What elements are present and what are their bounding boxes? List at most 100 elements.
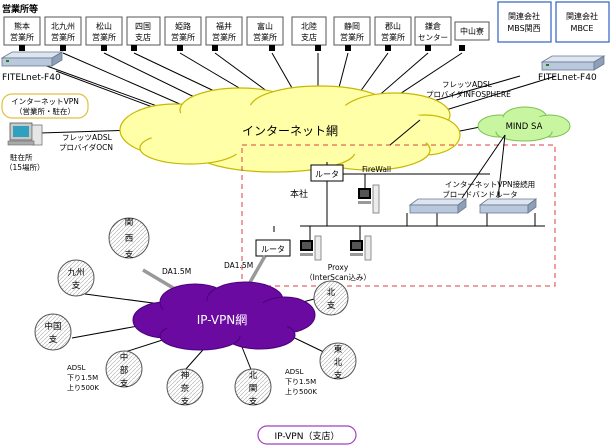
svg-text:MBS関西: MBS関西 — [507, 24, 540, 33]
resident-pc-icon — [7, 122, 43, 146]
honsha-label: 本社 — [290, 188, 308, 200]
router-mid-label: ルータ — [261, 245, 285, 254]
svg-text:営業所: 営業所 — [253, 32, 277, 42]
svg-text:九州: 九州 — [67, 268, 84, 278]
firewall-pc-icon — [358, 184, 380, 214]
branch-kitakanto: 北 関 支 — [234, 368, 272, 407]
svg-text:支: 支 — [181, 396, 190, 407]
branch-kyushu: 九州 支 — [57, 259, 95, 297]
affiliate-box-mbs: 関連会社 MBS関西 — [497, 1, 552, 43]
svg-text:姫路: 姫路 — [175, 21, 191, 31]
svg-text:営業所: 営業所 — [340, 32, 364, 42]
office-box-himeji: 姫路 営業所 — [164, 16, 202, 51]
internet-vpn-sublabel: （営業所・駐在） — [15, 106, 75, 116]
svg-text:支: 支 — [49, 334, 58, 345]
branch-chubu: 中 部 支 — [105, 350, 143, 389]
vpn-router-label: インターネットVPN接続用 — [445, 179, 535, 189]
svg-text:福井: 福井 — [216, 21, 232, 31]
branch-kansai: 関 西 支 — [108, 217, 150, 260]
svg-text:中山寮: 中山寮 — [460, 26, 484, 36]
flets-ocn-sublabel: プロバイダOCN — [59, 142, 113, 152]
adsl-right-down: 下り1.5M — [285, 378, 316, 386]
svg-text:支: 支 — [120, 378, 129, 389]
office-box-shikoku: 四国 支店 — [126, 16, 161, 51]
svg-text:支: 支 — [72, 280, 81, 291]
svg-text:関連会社: 関連会社 — [508, 11, 540, 21]
svg-text:北: 北 — [327, 288, 336, 298]
office-box-fukui: 福井 営業所 — [205, 16, 243, 51]
office-boxes: 熊本 営業所 北九州 営業所 松山 営業所 四国 支店 姫路 営業所 — [3, 1, 610, 51]
svg-text:北: 北 — [249, 371, 258, 381]
vpn-router-device-left — [408, 198, 468, 214]
svg-text:営業所: 営業所 — [10, 32, 34, 42]
svg-text:東: 東 — [334, 344, 343, 355]
svg-text:北: 北 — [334, 358, 343, 368]
adsl-left-label: ADSL — [67, 364, 86, 372]
svg-text:センター: センター — [418, 33, 448, 42]
office-box-kitakyushu: 北九州 営業所 — [44, 16, 82, 51]
footer-label: IP-VPN（支店） — [275, 430, 340, 442]
firewall-label: FireWall — [362, 165, 391, 174]
resident-sublabel: （15場所） — [5, 162, 45, 172]
proxy-sublabel: （InterScan込み） — [305, 273, 371, 282]
branch-chugoku: 中国 支 — [34, 313, 72, 351]
svg-text:支店: 支店 — [301, 32, 317, 42]
da-left-label: DA1.5M — [162, 267, 191, 276]
svg-text:営業所: 営業所 — [212, 32, 236, 42]
svg-text:支: 支 — [125, 249, 134, 260]
da-right-label: DA1.5M — [224, 261, 253, 270]
svg-text:熊本: 熊本 — [14, 21, 30, 31]
router-top-label: ルータ — [315, 170, 339, 179]
office-box-hokuriku: 北陸 支店 — [291, 16, 327, 51]
office-box-koriyama: 郡山 営業所 — [374, 16, 412, 51]
svg-text:関連会社: 関連会社 — [566, 11, 598, 21]
adsl-left-down: 下り1.5M — [67, 374, 98, 382]
svg-text:郡山: 郡山 — [385, 21, 401, 31]
flets-info-sublabel: プロバイダINFOSPHERE — [426, 89, 511, 99]
branch-kita: 北 支 — [313, 280, 349, 316]
branch-tohoku: 東 北 支 — [319, 342, 357, 381]
proxy-label: Proxy — [328, 263, 349, 272]
affiliate-box-mbce: 関連会社 MBCE — [555, 1, 610, 43]
office-box-kumamoto: 熊本 営業所 — [3, 16, 41, 51]
svg-text:奈: 奈 — [181, 383, 190, 394]
svg-text:中国: 中国 — [44, 321, 61, 332]
footer-label-box — [257, 425, 357, 445]
ipvpn-cloud — [132, 281, 316, 351]
svg-text:神: 神 — [181, 370, 190, 381]
header-title: 営業所等 — [2, 3, 38, 15]
svg-text:中: 中 — [120, 352, 129, 363]
router-mid-box — [255, 239, 291, 257]
internet-vpn-label: インターネットVPN — [11, 97, 79, 106]
svg-text:営業所: 営業所 — [171, 32, 195, 42]
proxy-pc-icon — [300, 235, 372, 261]
office-box-nakayamaryo: 中山寮 — [454, 21, 490, 51]
svg-text:支店: 支店 — [135, 32, 151, 42]
svg-text:支: 支 — [334, 370, 343, 381]
svg-text:四国: 四国 — [135, 22, 151, 31]
svg-text:西: 西 — [125, 234, 134, 244]
svg-text:関: 関 — [125, 218, 134, 228]
honsha-boundary — [241, 144, 556, 287]
fitel-right-label: FITELnet-F40 — [538, 73, 597, 83]
resident-label: 駐在所 — [10, 152, 33, 162]
internet-cloud — [119, 85, 461, 173]
office-box-kamakura: 鎌倉 センター — [414, 16, 452, 51]
honsha-links — [273, 134, 545, 240]
ipvpn-cloud-label: IP-VPN網 — [197, 313, 248, 327]
svg-text:関: 関 — [249, 384, 258, 394]
svg-text:鎌倉: 鎌倉 — [425, 21, 441, 31]
svg-text:営業所: 営業所 — [381, 32, 405, 42]
vpn-router-device-right — [478, 198, 538, 214]
fitel-device-left — [0, 51, 64, 67]
adsl-right-label: ADSL — [285, 368, 304, 376]
svg-text:支: 支 — [327, 300, 336, 311]
svg-text:北九州: 北九州 — [51, 22, 75, 31]
svg-text:支: 支 — [249, 396, 258, 407]
svg-text:営業所: 営業所 — [51, 32, 75, 42]
svg-text:営業所: 営業所 — [92, 32, 116, 42]
svg-text:北陸: 北陸 — [301, 21, 317, 31]
office-box-toyama: 富山 営業所 — [246, 16, 284, 51]
router-top-box — [310, 164, 344, 182]
